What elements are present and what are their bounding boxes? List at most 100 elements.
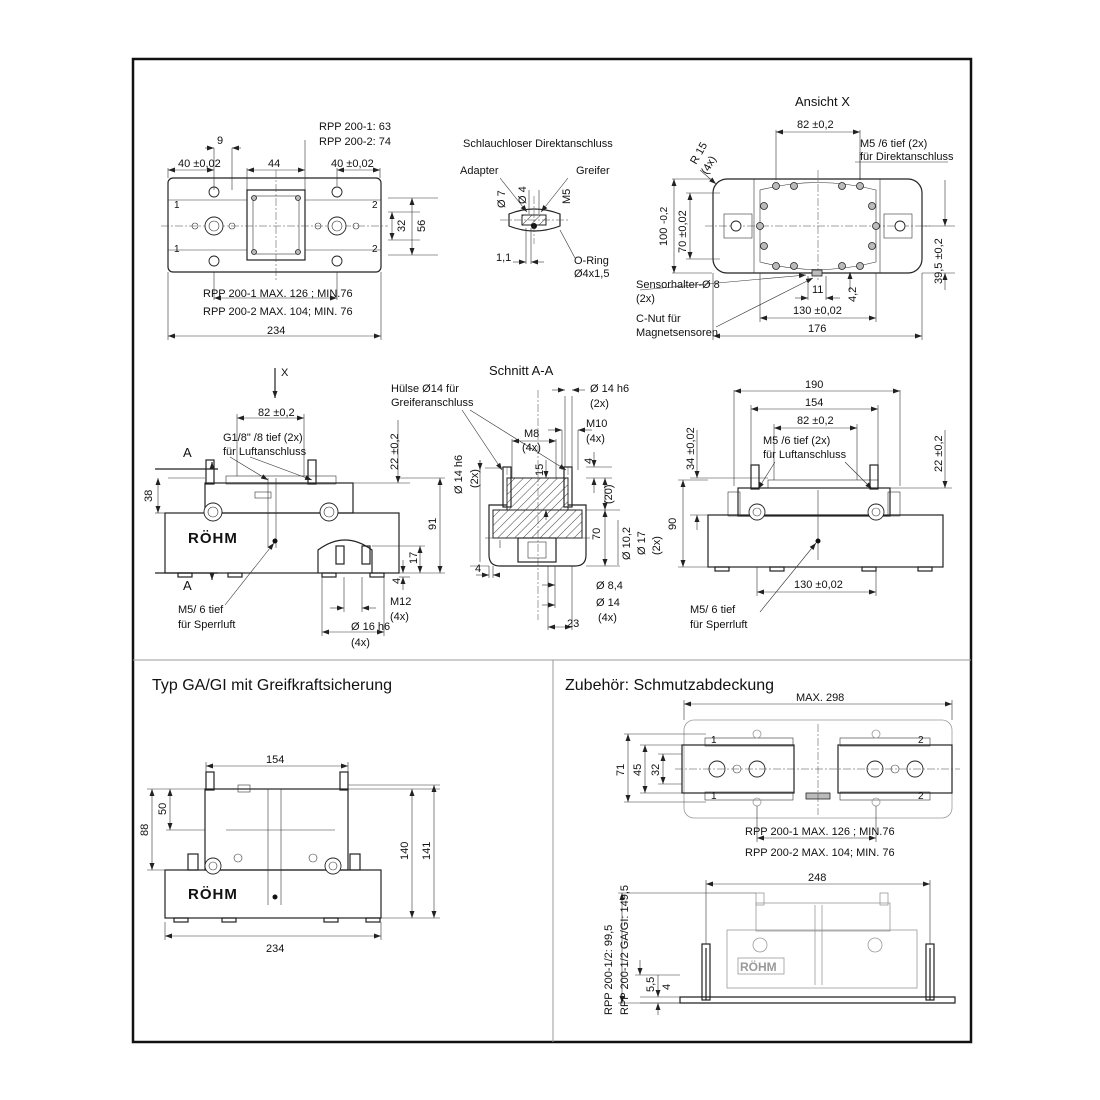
- conn-m5: M5: [561, 189, 573, 204]
- cover-dim-45: 45: [632, 764, 644, 776]
- section-dim-4b: 4: [475, 563, 481, 575]
- conn-adapter: Adapter: [460, 165, 499, 177]
- section-d14: Ø 14: [596, 597, 620, 609]
- section-d14h6-count: (2x): [590, 398, 609, 410]
- ansicht-dim-11: 11: [812, 284, 823, 296]
- section-m10: M10: [586, 418, 607, 430]
- drawing-frame: [131, 57, 973, 1044]
- front-g18: G1/8" /8 tief (2x): [223, 432, 303, 444]
- front-dim-17: 17: [408, 552, 420, 564]
- side-dim-154: 154: [805, 397, 823, 409]
- ansicht-dim-100: 100: [658, 228, 670, 246]
- cover-height-ga: RPP 200-1/2 GA/GI: 149,5: [619, 885, 631, 1015]
- ansicht-sensor: Sensorhalter-Ø 8: [636, 279, 720, 291]
- section-d17: Ø 17: [636, 531, 648, 555]
- ansicht-title: Ansicht X: [795, 94, 850, 109]
- cover-dim-55: 5,5: [645, 977, 657, 992]
- side-m5: M5 /6 tief (2x): [763, 435, 830, 447]
- conn-d4: Ø 4: [517, 186, 529, 204]
- cover-dim-4: 4: [661, 984, 673, 990]
- ansicht-m5-note: für Direktanschluss: [860, 151, 954, 163]
- ansicht-dim-70: 70 ±0,02: [677, 210, 689, 253]
- section-dim-20: (20): [603, 484, 615, 504]
- cover-range-rpp2: RPP 200-2 MAX. 104; MIN. 76: [745, 847, 895, 859]
- side-dim-130: 130 ±0,02: [794, 579, 843, 591]
- section-m10-count: (4x): [586, 433, 605, 445]
- top-dim-56: 56: [416, 220, 428, 232]
- top-dim-9: 9: [217, 135, 223, 147]
- top-mark-2a: 2: [372, 200, 378, 211]
- section-d14h6: Ø 14 h6: [590, 383, 629, 395]
- side-m5-note: für Luftanschluss: [763, 449, 847, 461]
- cover-top-view: [624, 700, 960, 842]
- section-d17-count: (2x): [651, 536, 663, 555]
- section-dim-23: 23: [567, 618, 579, 630]
- section-title: Schnitt A-A: [489, 363, 554, 378]
- side-view: [678, 388, 952, 613]
- front-brand: RÖHM: [188, 530, 238, 547]
- front-dim-4: 4: [391, 578, 403, 584]
- side-dim-82: 82 ±0,2: [797, 415, 834, 427]
- top-mark-1a: 1: [174, 200, 180, 211]
- ga-dim-234: 234: [266, 943, 284, 955]
- conn-d7: Ø 7: [496, 190, 508, 208]
- front-view: [155, 368, 445, 636]
- cover-dim-298: MAX. 298: [796, 692, 844, 704]
- top-mark-1b: 1: [174, 244, 180, 255]
- ga-title: Typ GA/GI mit Greifkraftsicherung: [152, 677, 392, 694]
- side-dim-22: 22 ±0,2: [933, 435, 945, 472]
- ansicht-dim-130: 130 ±0,02: [793, 305, 842, 317]
- ga-dim-140: 140: [399, 842, 411, 860]
- connection-detail: [499, 177, 576, 265]
- cover-brand: RÖHM: [740, 959, 777, 974]
- section-dim-4: 4: [583, 458, 595, 464]
- ansicht-sensor-count: (2x): [636, 293, 655, 305]
- side-m5-sperr: M5/ 6 tief: [690, 604, 736, 616]
- conn-oring: O-Ring: [574, 255, 609, 267]
- front-d16: Ø 16 h6: [351, 621, 390, 633]
- front-section-a-top: A: [183, 445, 192, 460]
- front-section-a-bottom: A: [183, 578, 192, 593]
- ga-dim-88: 88: [139, 824, 151, 836]
- cover-dim-32: 32: [650, 764, 662, 776]
- ga-brand-logo: RÖHM: [186, 884, 242, 903]
- ansicht-dim-395: 39,5 ±0,2: [933, 238, 945, 284]
- ga-dim-50: 50: [157, 803, 169, 815]
- top-dim-44: 44: [268, 158, 280, 170]
- ansicht-dim-42: 4,2: [847, 287, 859, 302]
- section-huelse: Hülse Ø14 für: [391, 383, 459, 395]
- front-dim-91: 91: [427, 518, 439, 530]
- top-rpp1-height: RPP 200-1: 63: [319, 121, 391, 133]
- top-dim-32: 32: [396, 220, 408, 232]
- front-dim-38: 38: [143, 490, 155, 502]
- section-huelse-note: Greiferanschluss: [391, 397, 474, 409]
- front-m5-note: für Sperrluft: [178, 619, 235, 631]
- section-d102: Ø 10,2: [621, 527, 633, 560]
- section-dim-15: 15: [534, 464, 546, 476]
- ansicht-m5: M5 /6 tief (2x): [860, 138, 927, 150]
- ansicht-cnut-note: Magnetsensoren: [636, 327, 718, 339]
- ga-brand: RÖHM: [188, 886, 238, 903]
- section-m8: M8: [524, 428, 539, 440]
- conn-d11: 1,1: [496, 252, 511, 264]
- cover-mark-1a: 1: [711, 735, 717, 746]
- front-g18-note: für Luftanschluss: [223, 446, 307, 458]
- top-dim-40-left: 40 ±0,02: [178, 158, 221, 170]
- cover-mark-2b: 2: [918, 791, 924, 802]
- section-d84: Ø 8,4: [596, 580, 623, 592]
- ga-dim-141: 141: [421, 842, 433, 860]
- section-m8-count: (4x): [522, 442, 541, 454]
- front-d16-count: (4x): [351, 637, 370, 649]
- top-dim-40-right: 40 ±0,02: [331, 158, 374, 170]
- ansicht-x-view: [639, 129, 955, 340]
- ga-gi-view: [147, 762, 440, 940]
- cover-range-rpp1: RPP 200-1 MAX. 126 ; MIN.76: [745, 826, 895, 838]
- ansicht-dim-82: 82 ±0,2: [797, 119, 834, 131]
- front-brand-logo: RÖHM: [186, 527, 242, 547]
- section-d14-count: (4x): [598, 612, 617, 624]
- cover-height-rpp: RPP 200-1/2: 99,5: [603, 925, 615, 1015]
- ansicht-dim-176: 176: [808, 323, 826, 335]
- section-d14h6-vertical: Ø 14 h6: [453, 455, 465, 494]
- ansicht-cnut: C-Nut für: [636, 313, 681, 325]
